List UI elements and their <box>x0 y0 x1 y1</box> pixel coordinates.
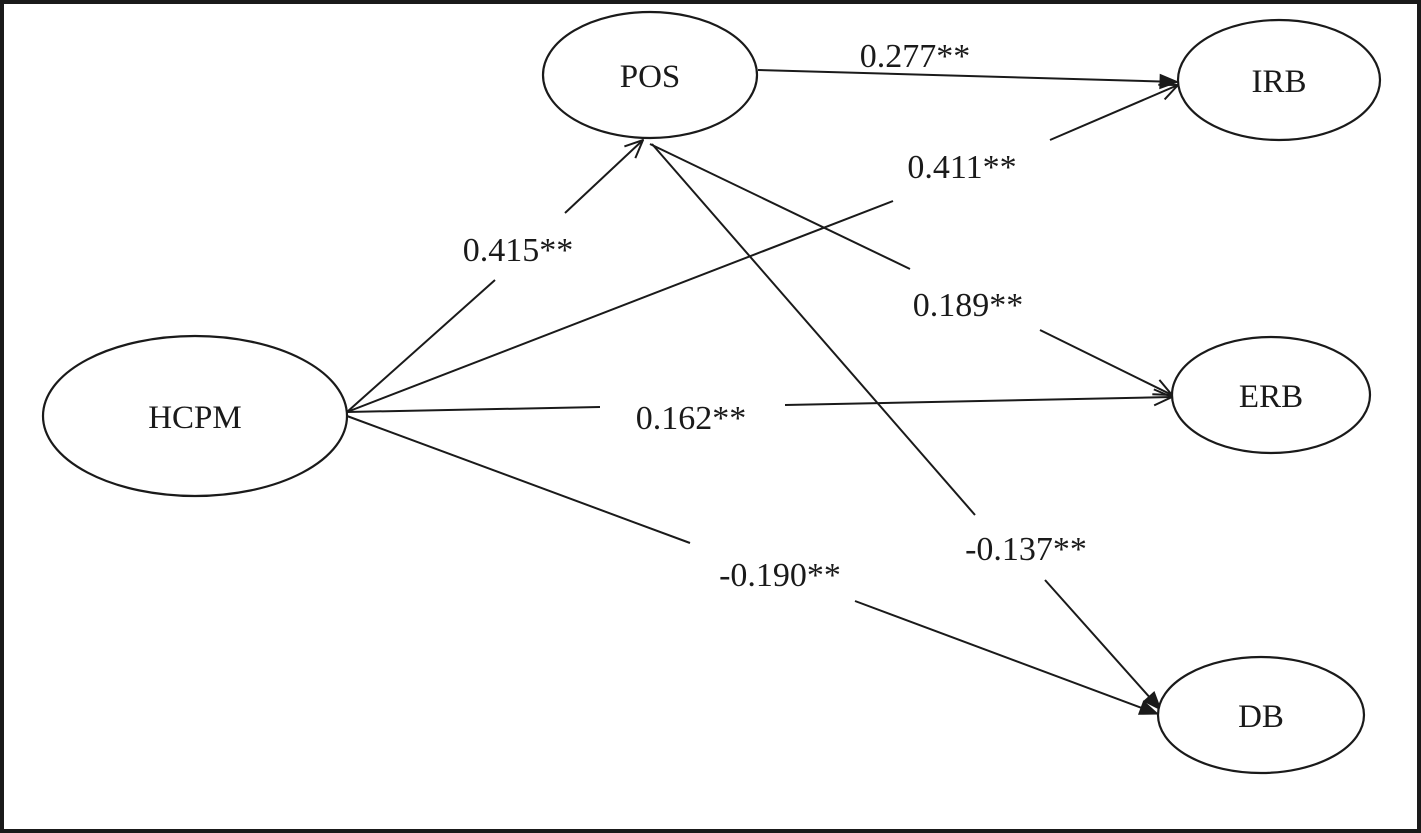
edge-hcpm-pos <box>346 140 643 413</box>
node-label-pos: POS <box>620 59 681 95</box>
edge-label-pos-db: -0.137** <box>965 531 1087 568</box>
edge-label-hcpm-db: -0.190** <box>719 557 841 594</box>
node-hcpm: HCPM <box>41 334 349 498</box>
edge-pos-irb <box>757 69 1178 82</box>
edge-label-hcpm-irb: 0.411** <box>907 149 1016 186</box>
node-irb: IRB <box>1176 18 1382 142</box>
node-pos: POS <box>541 10 759 140</box>
edge-pos-erb <box>649 143 1172 395</box>
edge-hcpm-irb <box>346 85 1178 413</box>
node-label-hcpm: HCPM <box>148 400 242 436</box>
edge-label-hcpm-erb: 0.162** <box>636 400 747 437</box>
node-erb: ERB <box>1170 335 1372 455</box>
edge-pos-db <box>651 143 1161 710</box>
edge-label-pos-erb: 0.189** <box>913 287 1024 324</box>
node-label-db: DB <box>1238 699 1284 735</box>
node-db: DB <box>1156 655 1366 775</box>
node-label-erb: ERB <box>1239 379 1303 415</box>
edge-label-pos-irb: 0.277** <box>860 38 971 75</box>
edge-label-hcpm-pos: 0.415** <box>463 232 574 269</box>
node-label-irb: IRB <box>1251 64 1306 100</box>
edge-hcpm-db <box>346 415 1158 715</box>
edge-hcpm-erb <box>346 397 1172 413</box>
